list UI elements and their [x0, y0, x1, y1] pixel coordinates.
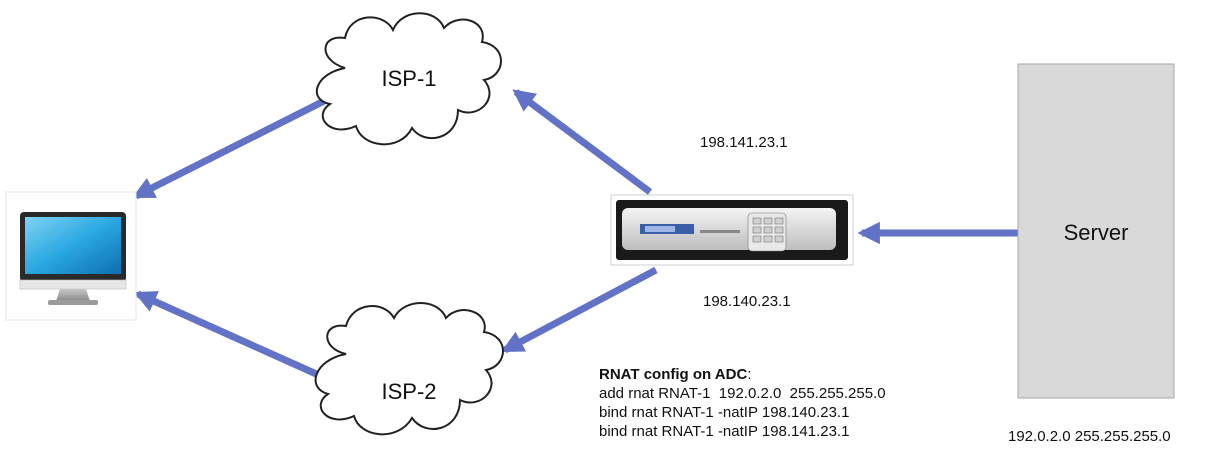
network-appliance-icon [616, 200, 848, 260]
server-label: Server [1064, 220, 1129, 245]
server: Server [1017, 63, 1175, 399]
isp2-cloud: ISP-2 [314, 302, 504, 436]
rnat-config-title: RNAT config on ADC [599, 366, 748, 383]
rnat-command-line: bind rnat RNAT-1 -natIP 198.140.23.1 [599, 404, 850, 421]
cloud-icon [314, 302, 504, 436]
rnat-config-title-colon: : [747, 366, 752, 383]
monitor-icon [19, 212, 127, 305]
server-box [1017, 63, 1175, 399]
isp1-cloud: ISP-1 [315, 12, 502, 146]
rnat-command-line: bind rnat RNAT-1 -natIP 198.141.23.1 [599, 423, 850, 440]
adc-appliance [610, 194, 854, 266]
arrow-isp2-to-client [133, 290, 325, 381]
client-computer [5, 191, 137, 321]
arrow-isp1-to-client [132, 94, 332, 200]
bottom-isp-ip-address: 198.140.23.1 [703, 293, 791, 310]
cloud-icon [315, 12, 502, 146]
server-subnet-address: 192.0.2.0 255.255.255.0 [1008, 428, 1171, 445]
rnat-config-block: RNAT config on ADC: add rnat RNAT-1 192.… [599, 365, 886, 441]
arrow-adc-to-isp2 [501, 266, 658, 354]
rnat-command-line: add rnat RNAT-1 192.0.2.0 255.255.255.0 [599, 385, 886, 402]
rnat-config-heading: RNAT config on ADC: [599, 365, 886, 384]
isp1-label: ISP-1 [381, 66, 436, 91]
connection-arrows [132, 89, 1018, 381]
top-isp-ip-address: 198.141.23.1 [700, 134, 788, 151]
arrow-adc-to-isp1 [512, 89, 653, 195]
isp2-label: ISP-2 [381, 379, 436, 404]
